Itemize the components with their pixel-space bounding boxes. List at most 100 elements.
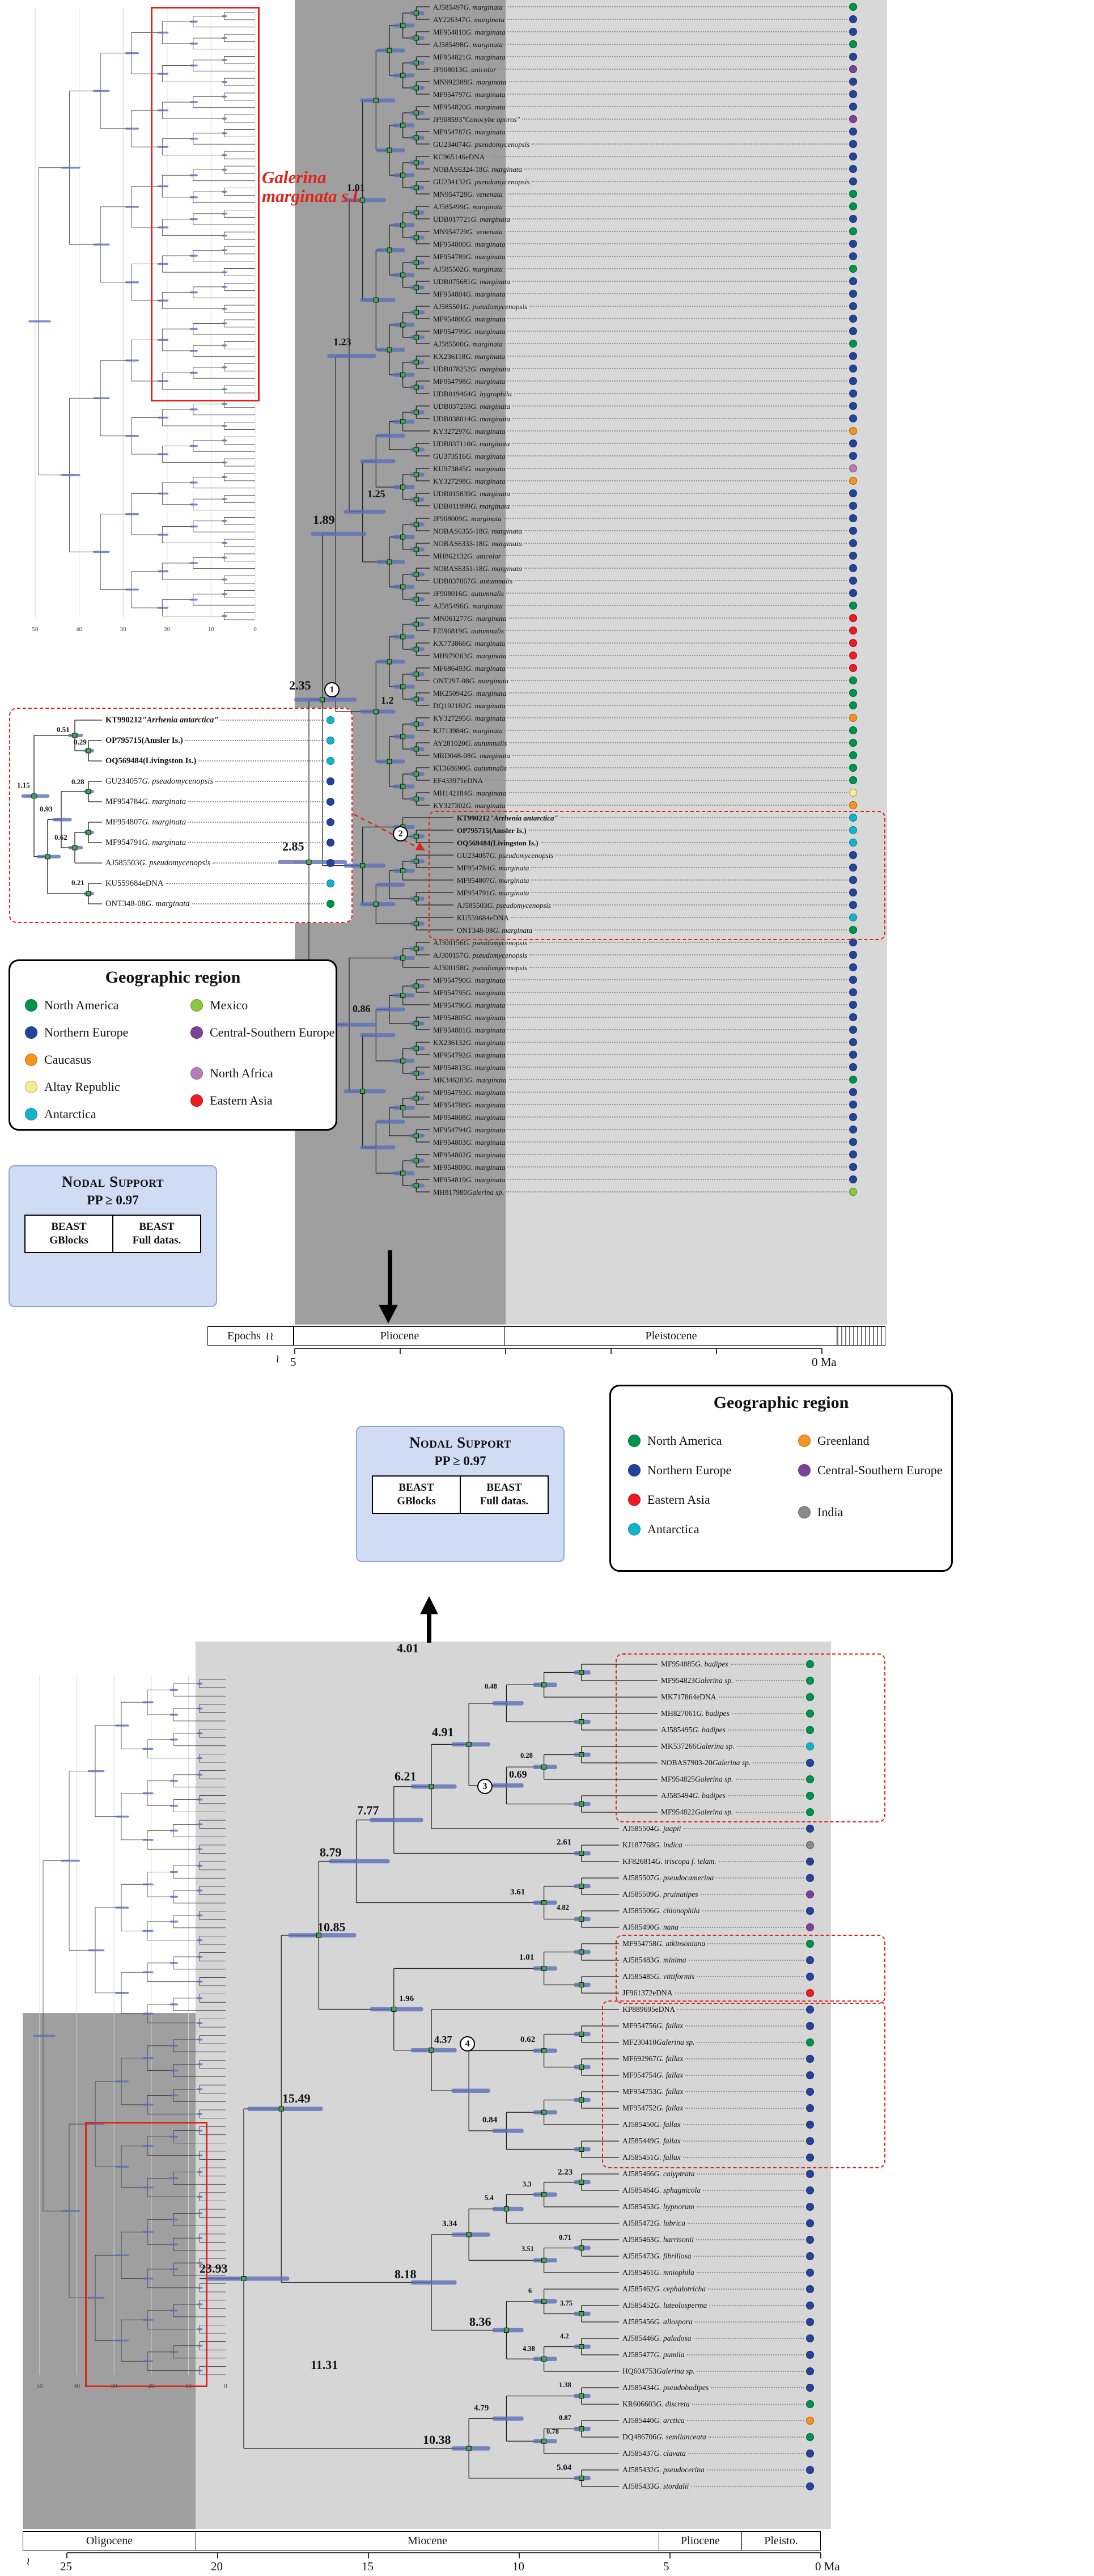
taxon-row: MH862132 G. unicolor [433, 550, 857, 561]
taxon-row: AJ585472 G. lubrica [622, 2218, 814, 2229]
taxon-name: G. marginata [465, 1125, 506, 1134]
taxon-row: MF954796 G. marginata [433, 999, 857, 1010]
overview-highlight-bottom [85, 2122, 207, 2387]
taxon-row: MF954793 G. marginata [433, 1086, 857, 1098]
taxon-name: Galerina sp. [696, 1742, 735, 1751]
accession: MF954787 [433, 127, 466, 136]
taxon-name: G. marginata [465, 426, 506, 435]
taxon-row: MK346203 G. marginata [433, 1074, 857, 1085]
accession: JF908013 [433, 65, 463, 74]
region-dot [849, 1013, 857, 1021]
accession: JF908009 [433, 514, 463, 523]
region-dot [849, 202, 857, 210]
accession: DQ192182 [433, 701, 466, 710]
region-dot [806, 2252, 814, 2260]
taxon-row: MN992388 G. marginata [433, 76, 857, 87]
taxon-row: KJ187768 G. indica [622, 1839, 814, 1851]
leader-line [560, 813, 847, 818]
taxon-name: G. marginata [467, 614, 507, 623]
leader-line [215, 777, 324, 782]
taxon-name: G. marginata [465, 1000, 506, 1009]
taxon-row: KY327297 G. marginata [433, 425, 857, 437]
taxon-row: MF954800 G. marginata [433, 238, 857, 249]
region-dot [806, 2334, 814, 2342]
taxon-name: G. autumnalis [470, 576, 513, 585]
accession: MF954822 [661, 1808, 696, 1817]
taxon-row: MF954805 G. marginata [433, 1012, 857, 1023]
taxon-name: G. calyptrata [654, 2169, 695, 2179]
taxon-name: G. marginata [493, 925, 533, 934]
taxon-row: AJ300156 G. pseudomycenopsis [433, 937, 857, 948]
leader-line [507, 289, 847, 294]
leader-line [693, 2334, 804, 2339]
taxon-row: MF954820 G. marginata [433, 101, 857, 112]
leader-line [685, 2071, 804, 2076]
leader-line [735, 1775, 804, 1780]
node-age: 0.28 [71, 777, 84, 786]
taxon-row: JF908593 "Conocybe aporos" [433, 113, 857, 125]
legend-dot [628, 1523, 641, 1536]
accession: MF954756 [622, 2021, 657, 2031]
accession: MH817980 [433, 1187, 467, 1196]
taxon-name: G. jaapii [654, 1824, 681, 1833]
leader-line [507, 638, 847, 644]
accession: UDB011899 [433, 501, 470, 510]
taxon-row: MF954787 G. marginata [433, 126, 857, 137]
taxon-row: AJ585495 G. badipes [661, 1724, 814, 1736]
taxon-name: Galerina sp. [695, 1676, 733, 1685]
taxon-name: G. cephalotricha [654, 2285, 706, 2294]
taxon-name: G. fallax [656, 2104, 684, 2113]
accession: AJ585509 [622, 1890, 654, 1899]
taxon-row: MF954794 G. marginata [433, 1124, 857, 1135]
region-dot [849, 1126, 857, 1133]
support-bottom-title: Nodal Support [409, 1434, 512, 1451]
leader-line [700, 1890, 804, 1895]
taxon-row: AJ585433 G. stordalii [622, 2481, 814, 2492]
accession: KJ713984 [433, 726, 464, 735]
region-dot [849, 1188, 857, 1196]
leader-line [507, 975, 847, 980]
taxon-row: AJ585500 G. marginata [433, 338, 857, 349]
region-dot [806, 1693, 814, 1701]
leader-line [685, 2054, 804, 2059]
taxon-name: G. marginata [465, 27, 506, 36]
taxon-row: NOBAS6355-18 G. marginata [433, 525, 857, 536]
leader-line [531, 888, 847, 893]
region-dot [806, 2203, 814, 2211]
taxon-row: MK717864 eDNA [661, 1691, 814, 1703]
leader-line [507, 15, 847, 20]
region-dot [849, 90, 857, 98]
accession: EF433971 [433, 776, 464, 785]
region-dot [326, 879, 334, 887]
accession: UDB078252 [433, 364, 471, 373]
taxon-name: G. marginata [482, 164, 522, 174]
taxon-name: G. marginata [469, 676, 509, 685]
taxon-row: MH827061 G. badipes [661, 1708, 814, 1719]
taxon-name: G. marginata [465, 1100, 506, 1109]
accession: KF826814 [622, 1857, 655, 1866]
accession: AJ585450 [622, 2120, 654, 2129]
taxon-row: KT990212 "Arrhenia antarctica" [457, 812, 857, 823]
accession: MF954823 [661, 1676, 696, 1685]
inset-axis-tick: 10 [207, 626, 214, 633]
accession: AJ585477 [622, 2350, 654, 2359]
taxon-name: G. marginata [465, 289, 506, 298]
node-age: 1.38 [559, 2381, 571, 2389]
taxon-name: G. triscopa f. telam. [655, 1857, 716, 1866]
taxon-row: MF954807 G. marginata [105, 817, 334, 828]
node-age: 23.93 [200, 2261, 228, 2275]
leader-line [198, 756, 324, 762]
accession: ONT348-08 [457, 925, 493, 934]
taxon-name: G. marginata [462, 514, 502, 523]
leader-line [702, 1906, 804, 1911]
leader-line [682, 2137, 804, 2142]
taxon-name: G. marginata [465, 1050, 506, 1059]
accession: AJ300156 [433, 938, 464, 947]
region-dot [849, 1051, 857, 1059]
region-dot [849, 452, 857, 460]
taxon-row: OQ569484 (Livingston Is.) [457, 837, 857, 848]
legend-bottom-title: Geographic region [713, 1393, 849, 1412]
